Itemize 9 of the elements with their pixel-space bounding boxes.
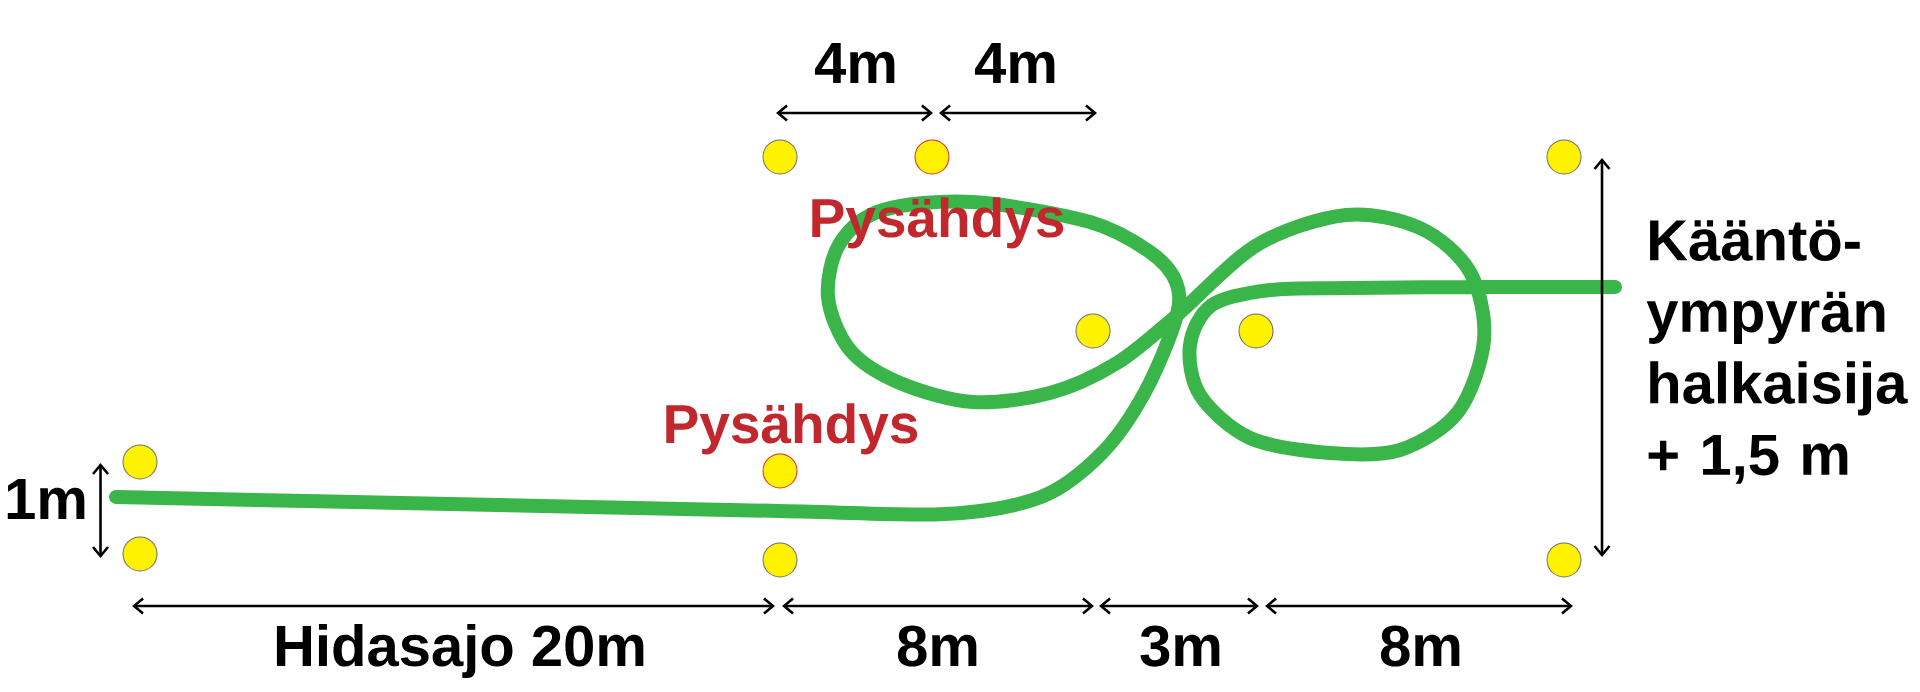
dimension-label: 4m	[974, 43, 1055, 83]
dimension-label: Kääntö- ympyrän halkaisija + 1,5 m	[1646, 220, 1908, 484]
dimension-label: Hidasajo 20m	[276, 623, 644, 678]
dimension-label: 1m	[7, 479, 85, 519]
marker-label: Pysähdys	[666, 403, 918, 455]
dimension-label: 8m	[1380, 625, 1460, 667]
dimension-label: 8m	[897, 625, 977, 667]
dimension-label: 3m	[1140, 625, 1220, 667]
dimension-label: 4m	[815, 43, 895, 83]
